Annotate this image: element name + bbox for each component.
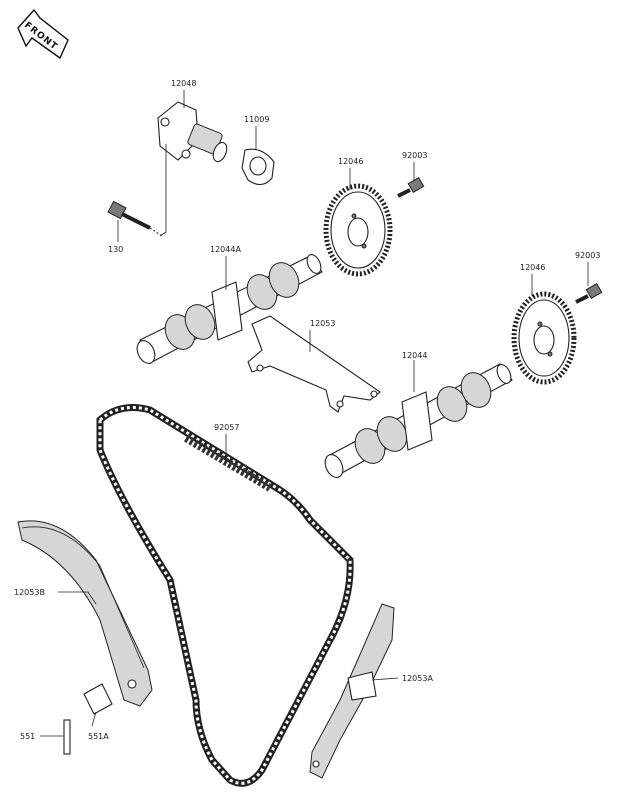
callout-label: 130 bbox=[108, 245, 123, 254]
callout-labels: 12048 11009 130 12046 92003 12044A 12046… bbox=[14, 79, 600, 741]
callout-label: 12048 bbox=[171, 79, 196, 88]
front-indicator: FRONT bbox=[17, 8, 69, 60]
callout-label: 551 bbox=[20, 732, 35, 741]
camshaft-12044 bbox=[324, 363, 513, 478]
callout-label: 12044 bbox=[402, 351, 427, 360]
camshaft-12044a bbox=[136, 254, 323, 364]
cam-chain-guide-12053 bbox=[247, 315, 381, 413]
leader-lines bbox=[40, 90, 589, 737]
tensioner-gasket bbox=[241, 148, 275, 186]
callout-label: 12046 bbox=[338, 157, 363, 166]
callout-label: 551A bbox=[88, 732, 109, 741]
callout-label: 92003 bbox=[575, 251, 600, 260]
chain-guide-12053a bbox=[309, 603, 395, 779]
sprocket-bolt-upper bbox=[397, 176, 425, 198]
chain-guide-12053b bbox=[17, 520, 153, 707]
sprocket-bolt-lower bbox=[575, 282, 603, 304]
pin-551 bbox=[63, 719, 71, 755]
callout-label: 12053A bbox=[402, 674, 433, 683]
pin-551a bbox=[83, 683, 113, 715]
callout-label: 12053B bbox=[14, 588, 45, 597]
bolt-130 bbox=[107, 200, 163, 237]
cam-chain-tensioner bbox=[157, 101, 228, 163]
callout-label: 12053 bbox=[310, 319, 335, 328]
front-arrow-icon bbox=[17, 8, 69, 60]
callout-label: 92057 bbox=[214, 423, 239, 432]
callout-label: 12044A bbox=[210, 245, 241, 254]
callout-label: 92003 bbox=[402, 151, 427, 160]
cam-chain bbox=[96, 404, 354, 787]
cam-sprocket-lower bbox=[511, 291, 577, 385]
callout-label: 11009 bbox=[244, 115, 269, 124]
cam-sprocket-upper bbox=[323, 183, 393, 277]
callout-label: 12046 bbox=[520, 263, 545, 272]
